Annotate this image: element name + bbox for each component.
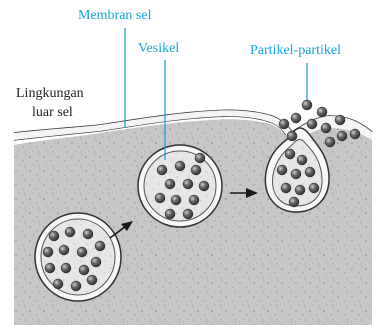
particle xyxy=(337,131,347,141)
particle xyxy=(183,209,193,219)
particle xyxy=(95,241,105,251)
particle xyxy=(281,183,291,193)
membrane-label: Membran sel xyxy=(78,8,152,23)
particle xyxy=(53,279,63,289)
particle xyxy=(165,209,175,219)
particle xyxy=(157,165,167,175)
particle xyxy=(87,275,97,285)
particle xyxy=(71,281,81,291)
particle xyxy=(65,227,75,237)
particle xyxy=(291,113,301,123)
vesicle-2 xyxy=(138,145,222,227)
outside-label-line2: luar sel xyxy=(32,105,73,120)
particle xyxy=(155,193,165,203)
particle xyxy=(305,167,315,177)
particle xyxy=(295,185,305,195)
particle xyxy=(165,179,175,189)
particle xyxy=(289,197,299,207)
outside-label-line1: Lingkungan xyxy=(16,86,84,101)
particle xyxy=(307,119,317,129)
particle xyxy=(302,100,312,110)
particle xyxy=(277,165,287,175)
particle xyxy=(317,107,327,117)
particle xyxy=(91,257,101,267)
particle xyxy=(191,165,201,175)
particle xyxy=(43,247,53,257)
particle xyxy=(59,245,69,255)
particle xyxy=(189,195,199,205)
particle xyxy=(199,181,209,191)
particle xyxy=(285,149,295,159)
particle xyxy=(321,123,331,133)
particle xyxy=(350,129,360,139)
particle xyxy=(287,131,297,141)
particles-label: Partikel-partikel xyxy=(250,43,341,58)
particle xyxy=(61,263,71,273)
particle xyxy=(325,137,335,147)
particle xyxy=(309,183,319,193)
particle xyxy=(45,263,55,273)
particle xyxy=(291,169,301,179)
vesicle-label: Vesikel xyxy=(138,41,179,56)
particle xyxy=(175,161,185,171)
particle xyxy=(171,195,181,205)
particle xyxy=(83,229,93,239)
particle xyxy=(79,265,89,275)
particle xyxy=(297,155,307,165)
particle xyxy=(195,153,205,163)
particle xyxy=(279,119,289,129)
particle xyxy=(49,231,59,241)
particle xyxy=(335,115,345,125)
particle xyxy=(183,179,193,189)
particle xyxy=(77,247,87,257)
